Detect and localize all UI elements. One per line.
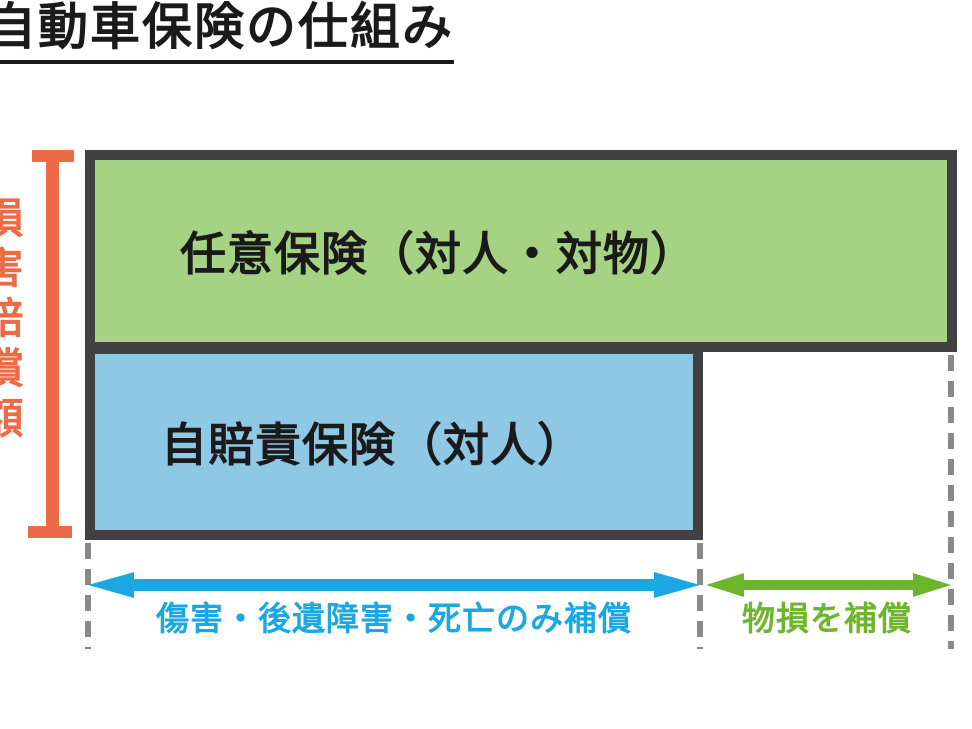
voluntary-insurance-label: 任意保険（対人・対物） — [180, 228, 697, 280]
arrow-shaft — [738, 580, 919, 590]
personal-coverage-arrow — [88, 572, 700, 598]
guide-dashed-line-right — [948, 355, 954, 649]
damage-amount-bracket — [46, 150, 59, 538]
compulsory-insurance-label: 自賠責保険（対人） — [161, 419, 584, 471]
personal-coverage-caption: 傷害・後遺障害・死亡のみ補償 — [156, 600, 632, 637]
arrow-left-head-icon — [88, 572, 134, 598]
arrow-left-head-icon — [706, 573, 744, 597]
property-coverage-arrow — [706, 573, 951, 597]
bracket-top-cap — [32, 150, 74, 162]
voluntary-insurance-box: 任意保険（対人・対物） — [85, 150, 957, 352]
damage-amount-label: 損害賠償額 — [0, 196, 23, 446]
arrow-right-head-icon — [654, 572, 700, 598]
page-title: 自動車保険の仕組み — [0, 0, 454, 64]
arrow-right-head-icon — [913, 573, 951, 597]
guide-dashed-line-middle — [697, 543, 703, 649]
property-coverage-caption: 物損を補償 — [742, 600, 912, 637]
compulsory-insurance-box: 自賠責保険（対人） — [85, 344, 703, 540]
bracket-bottom-cap — [28, 526, 72, 538]
arrow-shaft — [128, 579, 660, 591]
